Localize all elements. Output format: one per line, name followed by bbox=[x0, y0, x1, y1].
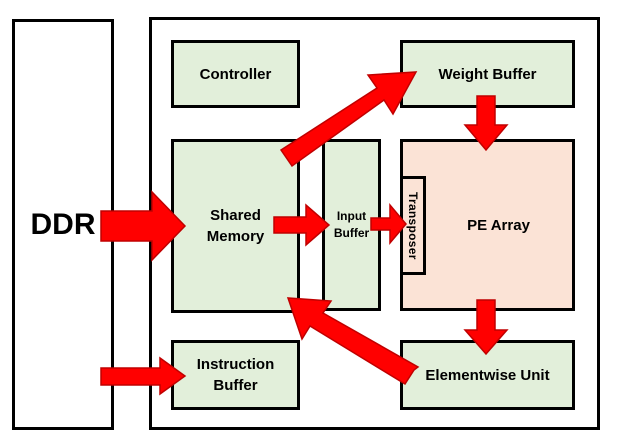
shared-memory-label: Shared Memory bbox=[206, 207, 265, 245]
arrow-pe-array-to-elementwise-unit bbox=[463, 299, 509, 356]
instruction-buffer-block: Instruction Buffer bbox=[171, 340, 300, 410]
transposer-label: Transposer bbox=[406, 191, 420, 260]
elementwise-unit-label: Elementwise Unit bbox=[425, 366, 550, 384]
instruction-buffer-label: Instruction Buffer bbox=[196, 356, 275, 394]
controller-label: Controller bbox=[199, 65, 272, 83]
pe-array-block: PE Array bbox=[400, 139, 575, 311]
weight-buffer-label: Weight Buffer bbox=[438, 65, 537, 83]
pe-array-label: PE Array bbox=[467, 216, 530, 234]
arrow-weight-buffer-to-pe-array bbox=[463, 95, 509, 152]
arrow-input-buffer-to-transposer bbox=[370, 202, 407, 246]
ddr-label: DDR bbox=[30, 207, 96, 241]
arrow-ddr-to-shared-memory bbox=[100, 190, 187, 262]
arrow-shared-memory-to-input-buffer bbox=[273, 203, 331, 247]
arrow-to-instruction-buffer bbox=[100, 356, 187, 396]
input-buffer-label: Input Buffer bbox=[333, 209, 370, 240]
arrow-elementwise-unit-to-shared-memory bbox=[286, 297, 420, 386]
arrow-shared-memory-to-weight-buffer bbox=[279, 71, 418, 168]
controller-block: Controller bbox=[171, 40, 300, 108]
